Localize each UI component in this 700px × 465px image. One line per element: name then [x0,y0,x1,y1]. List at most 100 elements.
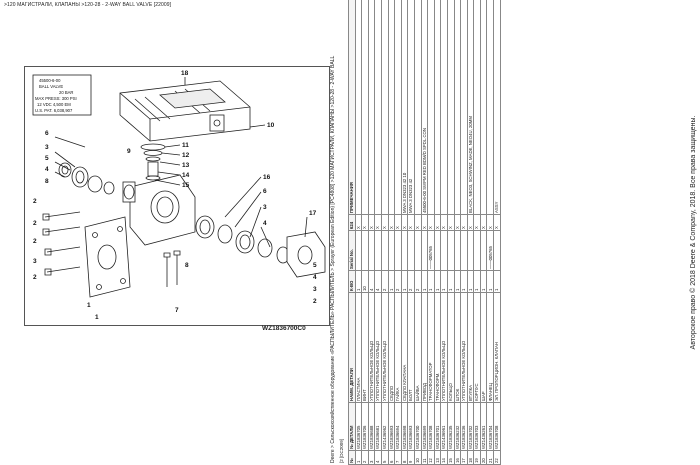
table-cell: ——005765 [427,230,435,271]
table-cell: ЭЛ. ПРОПОРЦИОН. КЛАПАН [493,292,501,403]
table-cell: 22 [493,450,501,465]
table-cell [447,230,454,271]
column-header: ПРИМЕЧАНИЯ [348,0,356,215]
table-cell: ASSY [493,0,501,215]
plate-line: 45500-6-00 [39,78,61,83]
table-cell: УПЛОТНИТЕЛЬНОЕ КОЛЬЦО [460,292,468,403]
table-cell: 7 [394,450,402,465]
table-cell: X [480,214,487,231]
table-cell: 1 [355,270,362,293]
callout: 2 [313,298,317,305]
table-cell [427,0,435,215]
table-cell: ВИНТ [361,292,369,403]
table-cell: 2 [407,270,415,293]
table-cell: WZ1836708 [427,402,435,451]
table-cell: WZ1836703 [473,402,481,451]
table-cell [434,230,441,271]
table-cell [388,230,395,271]
table-cell: 2 [394,270,402,293]
callout: 11 [182,142,189,149]
table-cell [381,0,389,215]
table-cell: ФЛАНЕЦ [486,292,494,403]
table-cell: 1 [447,270,454,293]
table-cell: 1 [355,450,362,465]
table-cell: 1 [401,270,408,293]
table-cell: WZ1836708 [493,402,501,451]
callout: 2 [33,274,37,281]
callout: 14 [182,172,190,179]
table-cell [467,230,474,271]
table-cell: WZ1836701 [434,402,441,451]
table-cell: 19 [473,450,481,465]
table-cell: X [473,214,481,231]
callout: 9 [127,148,131,155]
callout: 18 [181,70,189,77]
exploded-diagram: 45500-6-00 BALL VALVE 20 BAR MAX PRESS: … [24,66,330,326]
table-cell: 1 [388,270,395,293]
table-cell: WZ1836681 [374,402,382,451]
table-cell: 1 [440,270,448,293]
callout: 12 [182,152,190,159]
copyright-notice: Авторское право © 2018 Deere & Company, … [690,115,697,350]
table-cell [454,0,461,215]
callout: 4 [313,274,317,281]
table-cell [473,230,481,271]
plate-line: 12 VDC 4,500 EM [37,102,71,107]
callout: 17 [309,210,317,217]
table-cell: X [454,214,461,231]
callout: 1 [87,302,91,309]
plate-line: 20 BAR [59,90,73,95]
table-cell: ПРИВОД [421,292,428,403]
parts-subheader: [2 [DC2009] [339,438,344,463]
table-cell [480,230,487,271]
table-cell: 17 [460,450,468,465]
callout: 5 [45,155,49,162]
table-cell [414,0,422,215]
callout: 13 [182,162,190,169]
callout: 1 [95,314,99,321]
callout: 8 [45,178,49,185]
table-cell [460,0,468,215]
table-cell: ШАР [480,292,487,403]
callout: 6 [45,130,49,137]
callout: 3 [33,258,37,265]
table-cell: 4 [368,270,375,293]
table-cell: 16 [454,450,461,465]
plate-line: U.S. PAT. 6,038,907 [35,108,73,113]
table-cell [388,0,395,215]
table-cell: WZ1836702 [467,402,474,451]
ball-valve-drawing: 45500-6-00 BALL VALVE 20 BAR MAX PRESS: … [32,70,326,321]
table-cell: ВТУЛКА [467,292,474,403]
table-cell: 20 [480,450,487,465]
table-cell: 10 [414,450,422,465]
table-cell: X [407,214,415,231]
column-header: № ДЕТАЛИ [348,402,356,451]
table-cell: 1 [421,270,428,293]
table-cell: X [381,214,389,231]
table-cell: WZ1436961 [440,402,448,451]
table-cell [460,230,468,271]
table-cell: 8 [401,450,408,465]
table-cell: 2 [381,270,389,293]
table-cell: X [368,214,375,231]
table-cell [381,230,389,271]
table-cell: WZ1836699 [421,402,428,451]
table-cell: X [427,214,435,231]
table-cell [434,0,441,215]
callout: 3 [313,286,317,293]
table-cell: X [447,214,454,231]
callout: 4 [263,220,267,227]
table-cell: 1 [454,270,461,293]
